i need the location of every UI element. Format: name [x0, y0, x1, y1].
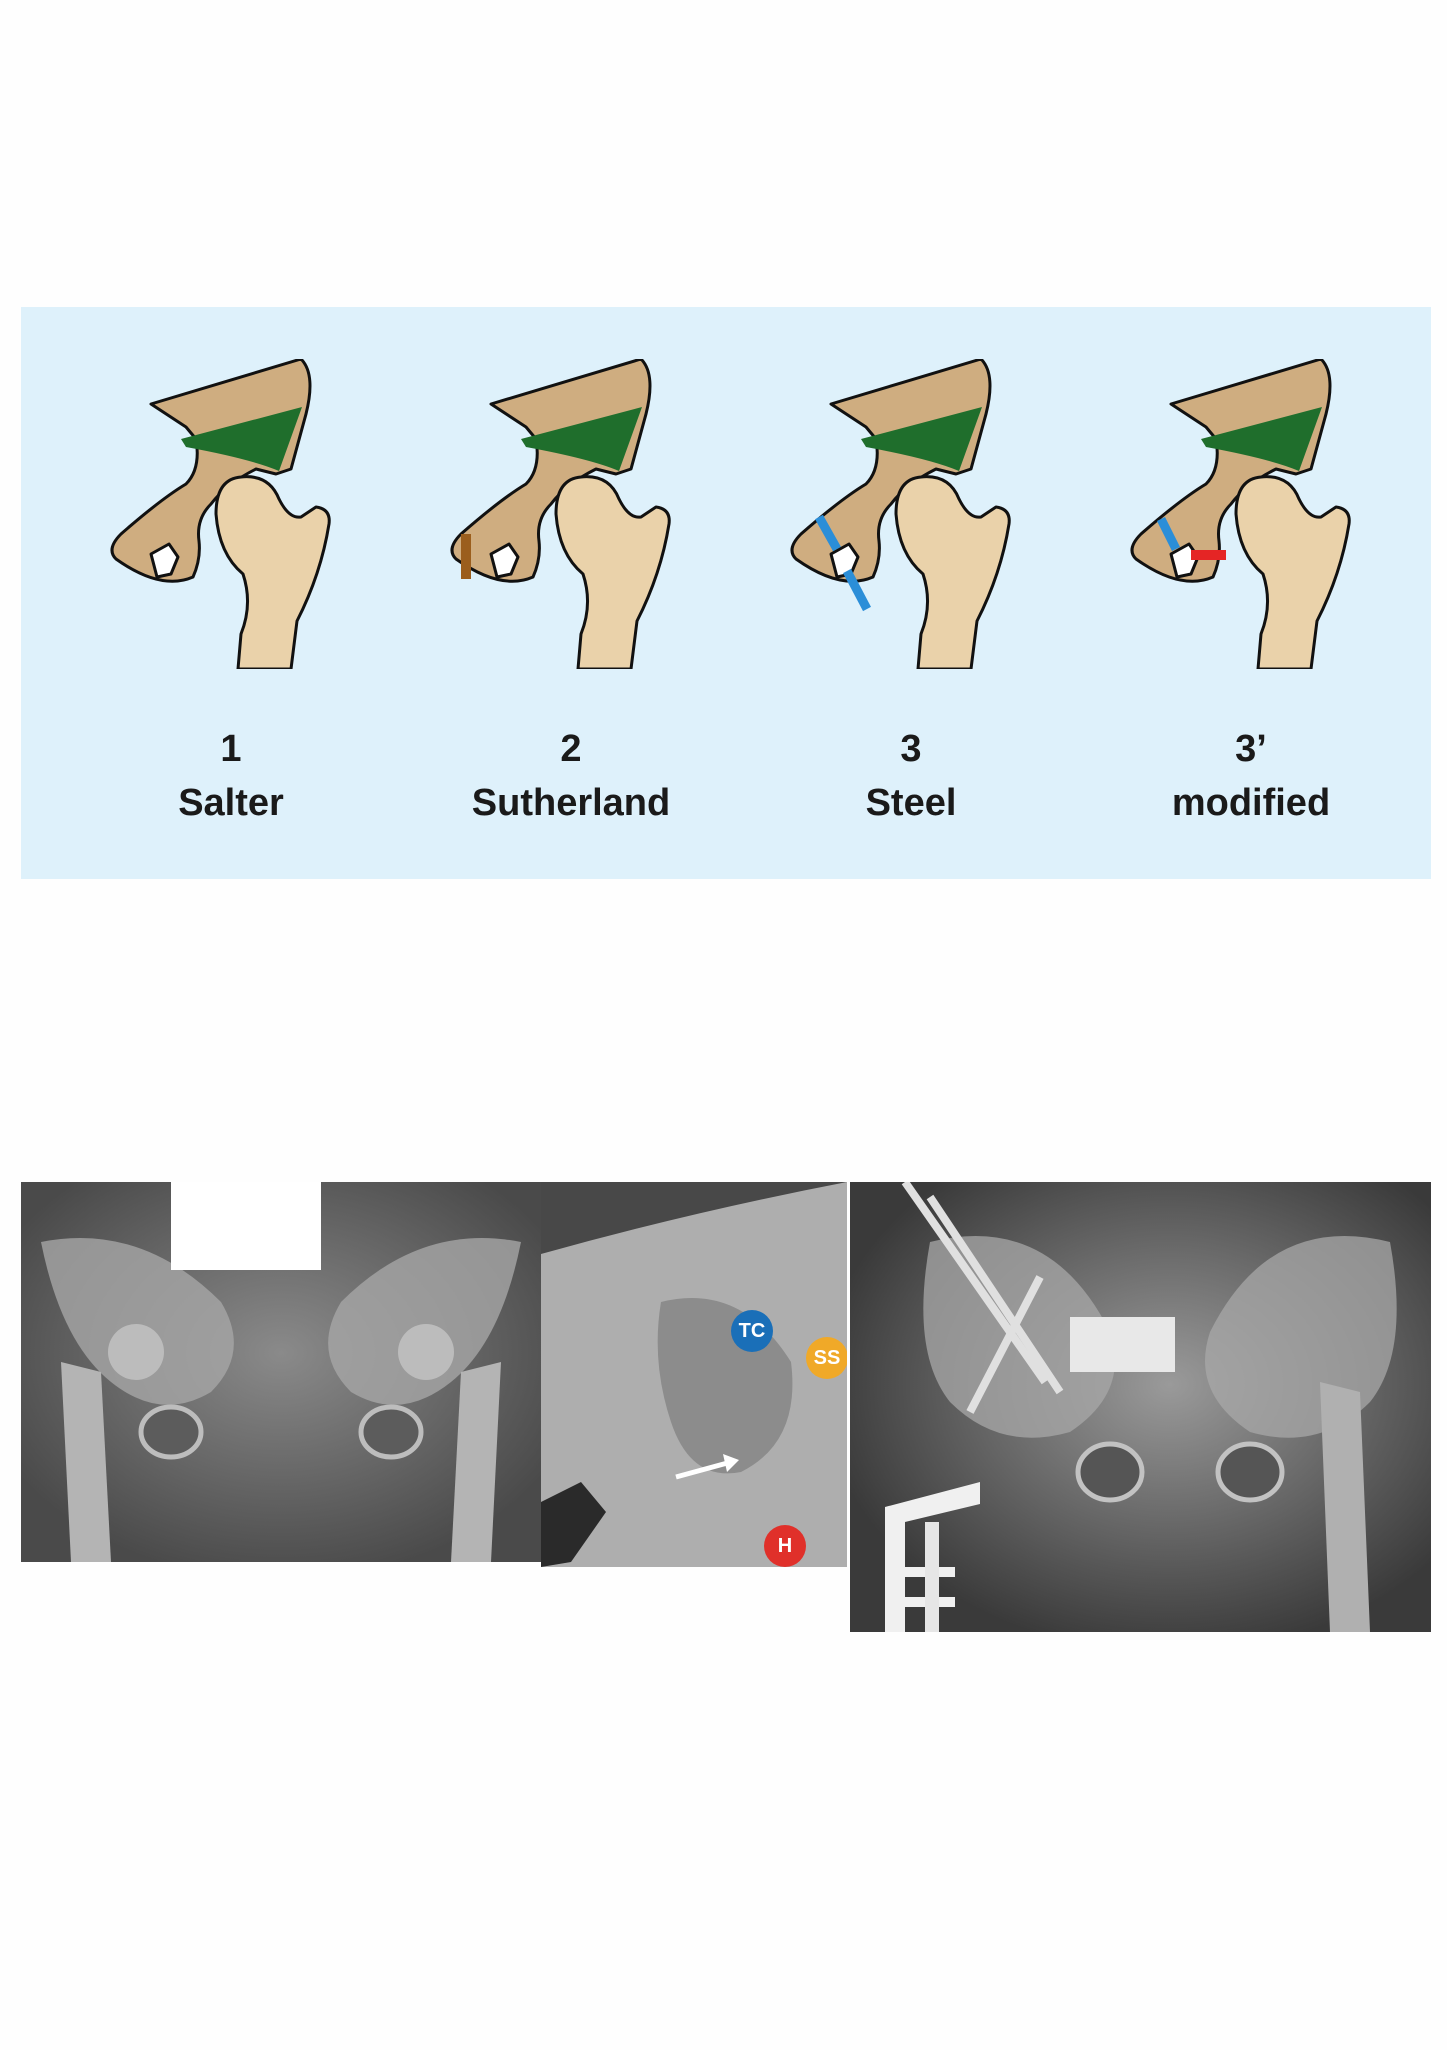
fixation-screw-2: [926, 1194, 1064, 1395]
steel-cut-superior: [815, 514, 841, 552]
panel-name: Salter: [178, 782, 284, 824]
femoral-plate: [885, 1482, 980, 1632]
fixation-screw-3: [966, 1275, 1044, 1414]
sutherland-cut: [461, 534, 471, 579]
osteotomy-diagram-panel: 1 Salter 2 Sutherland 3 Steel: [21, 307, 1431, 879]
hip-illustration: [450, 359, 671, 669]
panel-number: 2: [560, 728, 582, 770]
xray-marker-box: [1070, 1317, 1175, 1372]
panel-number: 3’: [1235, 728, 1267, 770]
h-badge: H: [764, 1525, 806, 1567]
xray-row: TC SS H: [21, 1182, 1431, 1632]
arrow-head-icon: [723, 1454, 739, 1472]
femur: [554, 475, 671, 669]
femur: [894, 475, 1011, 669]
obturator-foramen: [829, 542, 860, 579]
pelvis: [790, 359, 992, 583]
femur: [1234, 475, 1351, 669]
acetabular-graft: [181, 407, 302, 471]
xray-image: [21, 1182, 541, 1562]
acetabular-graft: [1201, 407, 1322, 471]
hip-illustration: [110, 359, 331, 669]
acetabular-graft: [521, 407, 642, 471]
steel-cut-inferior: [843, 568, 871, 612]
xray-image: [850, 1182, 1431, 1632]
panel-name: Steel: [865, 782, 957, 824]
xray-marker-box: [171, 1182, 321, 1270]
xray-postoperative-fixation: [850, 1182, 1431, 1632]
arrow-icon: [675, 1459, 732, 1480]
panel-number: 3: [900, 728, 922, 770]
hip-diagram-sutherland: 2 Sutherland: [441, 307, 701, 824]
acetabular-graft: [861, 407, 982, 471]
obturator-foramen: [149, 542, 180, 579]
hip-diagram-steel: 3 Steel: [781, 307, 1041, 824]
ss-badge: SS: [806, 1337, 847, 1379]
panel-name: Sutherland: [471, 782, 671, 824]
pelvis: [450, 359, 652, 583]
hip-diagram-modified: 3’ modified: [1121, 307, 1381, 824]
tc-badge: TC: [731, 1310, 773, 1352]
panel-name: modified: [1171, 782, 1331, 824]
hip-illustration: [790, 359, 1011, 669]
pelvis: [1130, 359, 1332, 583]
fixation-screw-1: [901, 1182, 1049, 1385]
femur: [214, 475, 331, 669]
xray-preoperative-pelvis: [21, 1182, 541, 1562]
obturator-foramen: [489, 542, 520, 579]
pelvis: [110, 359, 312, 583]
modified-cut-blue: [1156, 516, 1181, 552]
panel-number: 1: [220, 728, 242, 770]
hip-illustration: [1130, 359, 1351, 669]
xray-intraoperative-fluoro: TC SS H: [541, 1182, 847, 1567]
hip-diagram-salter: 1 Salter: [101, 307, 361, 824]
xray-image: [541, 1182, 847, 1567]
